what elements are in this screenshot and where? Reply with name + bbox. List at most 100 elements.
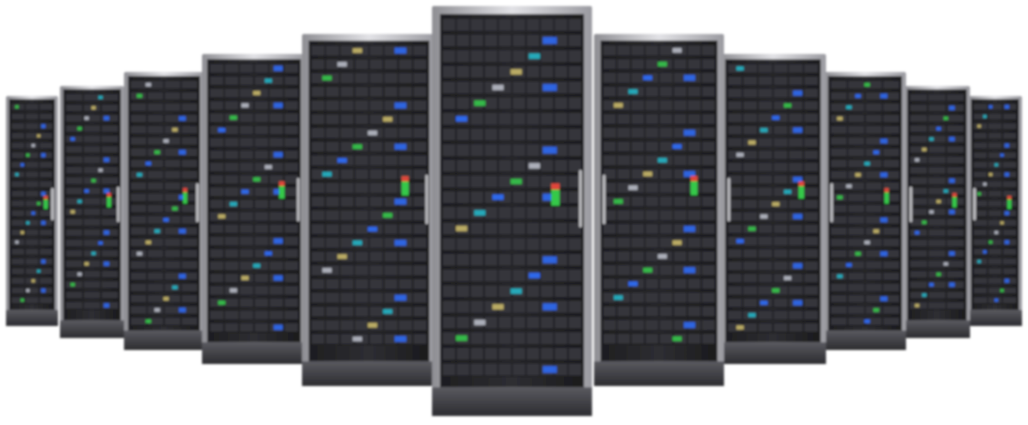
drive-bay [910, 177, 927, 184]
drive-bay [645, 100, 658, 111]
drive-bay [269, 298, 283, 307]
status-led [41, 153, 46, 158]
status-led [772, 202, 780, 207]
drive-bay [84, 146, 100, 153]
status-led [510, 178, 522, 185]
drive-bay [728, 162, 742, 172]
server-unit [208, 309, 300, 321]
status-led [322, 171, 332, 177]
drive-bay [499, 66, 511, 78]
status-led [15, 105, 19, 109]
drive-bay [1003, 249, 1016, 255]
drive-bay [702, 182, 715, 193]
drive-bay [789, 323, 803, 332]
rack-base [60, 320, 124, 338]
drive-bay [660, 45, 673, 56]
drive-bay [947, 281, 964, 288]
status-led [949, 282, 955, 287]
drive-bay [848, 317, 864, 325]
server-unit [208, 136, 300, 148]
drive-bay [743, 187, 757, 196]
drive-bay [831, 216, 847, 224]
drive-bay [674, 196, 687, 207]
drive-bay [702, 141, 715, 152]
drive-bay [743, 286, 757, 295]
drive-bay [883, 148, 899, 156]
drive-bay [255, 150, 268, 159]
drive-bay [101, 156, 118, 163]
drive-bay [443, 34, 455, 47]
status-led [178, 149, 186, 155]
drive-bay [326, 114, 339, 125]
status-led [864, 82, 870, 87]
drive-bay [910, 125, 927, 132]
drive-bay [384, 334, 398, 344]
server-unit [726, 137, 819, 148]
drive-bay [848, 272, 864, 280]
status-led [273, 65, 283, 71]
drive-bay [866, 317, 882, 325]
drive-bay [974, 297, 987, 303]
drive-bay [311, 279, 325, 289]
drive-bay [255, 113, 268, 122]
status-led [994, 230, 999, 235]
drive-bay [660, 169, 673, 179]
drive-bay [443, 160, 455, 172]
status-led [178, 194, 186, 200]
drive-bay [225, 76, 239, 85]
drive-bay [165, 148, 180, 156]
drive-bay [831, 238, 847, 247]
drive-bay [26, 287, 38, 294]
drive-bay [311, 155, 325, 166]
drive-bay [131, 148, 146, 156]
drive-bay [988, 152, 1002, 158]
drive-bay [617, 278, 630, 289]
drive-bay [541, 50, 553, 62]
status-led [492, 84, 504, 91]
drive-bay [988, 104, 1002, 110]
drive-bay [645, 182, 658, 193]
drive-bay [603, 100, 616, 111]
drive-bay [988, 287, 1002, 294]
drive-bay [774, 76, 788, 85]
drive-bay [148, 193, 163, 201]
drive-bay [831, 227, 847, 235]
drive-bay [210, 261, 224, 270]
drive-bay [355, 251, 368, 262]
drive-bay [866, 92, 882, 100]
drive-bay [883, 92, 899, 100]
drive-bay [311, 320, 325, 331]
drive-bay [674, 320, 687, 330]
drive-bay [12, 152, 24, 158]
status-led [264, 164, 272, 170]
server-unit [829, 113, 901, 124]
status-led [178, 307, 186, 313]
drive-bay [210, 323, 224, 332]
drive-bay [527, 285, 539, 297]
status-led [15, 240, 19, 244]
drive-bay [148, 238, 163, 246]
drive-bay [866, 137, 882, 145]
server-unit [129, 102, 199, 113]
drive-bay [485, 113, 497, 125]
drive-bay [255, 261, 268, 270]
drive-bay [617, 306, 630, 317]
drive-bay [148, 92, 163, 100]
status-led [542, 256, 557, 264]
drive-bay [182, 193, 197, 201]
drive-bay [370, 251, 383, 262]
drive-bay [355, 292, 368, 303]
drive-bay [210, 298, 224, 307]
drive-bay [883, 272, 899, 280]
drive-bay [728, 273, 742, 283]
drive-bay [866, 103, 882, 111]
drive-bay [743, 199, 757, 209]
status-led [136, 94, 143, 98]
drive-bay [269, 310, 283, 320]
drive-bay [26, 200, 38, 207]
drive-bay [225, 323, 239, 332]
drive-bay [555, 128, 567, 141]
drive-bay [702, 210, 715, 221]
drive-bay [210, 236, 224, 246]
drive-bay [883, 159, 899, 168]
